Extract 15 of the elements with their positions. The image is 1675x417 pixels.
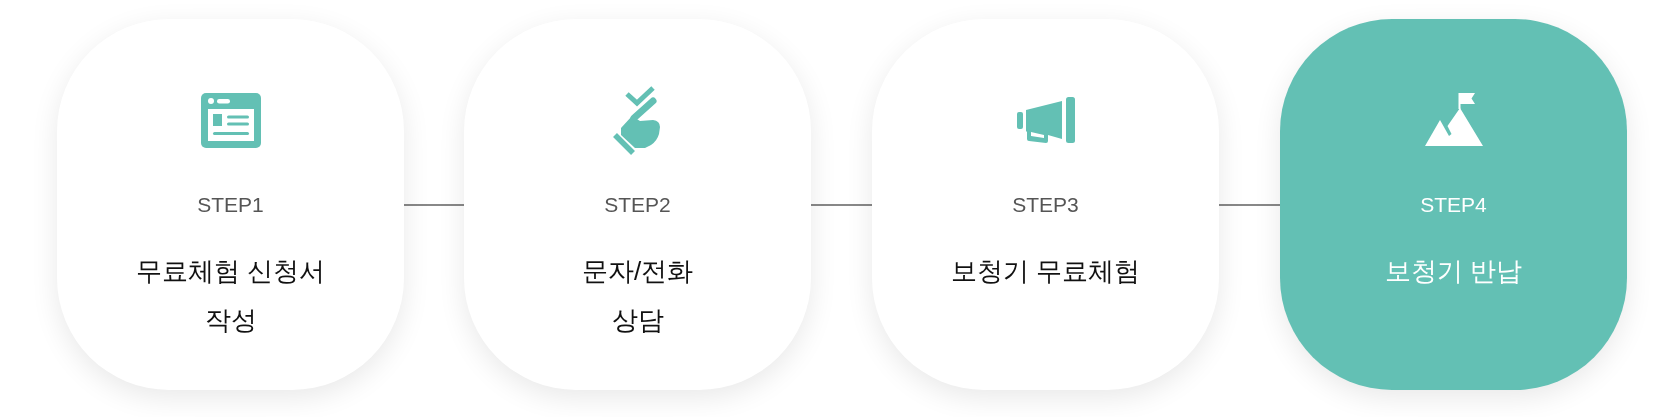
connector-line [403,204,465,206]
step-label: STEP1 [197,192,264,218]
connector-line [1218,204,1281,206]
step-card [872,19,1219,390]
step-title: 보청기 무료체험 [950,255,1141,288]
step-card [464,19,811,390]
connector-line [810,204,873,206]
step-title: 보청기 반납 [1384,255,1523,288]
step-label: STEP4 [1420,192,1487,218]
step-title: 문자/전화 상담 [580,255,695,337]
step-label: STEP3 [1012,192,1079,218]
step-card [57,19,404,390]
step-title: 무료체험 신청서 작성 [134,255,327,337]
step-card [1280,19,1627,390]
step-label: STEP2 [604,192,671,218]
